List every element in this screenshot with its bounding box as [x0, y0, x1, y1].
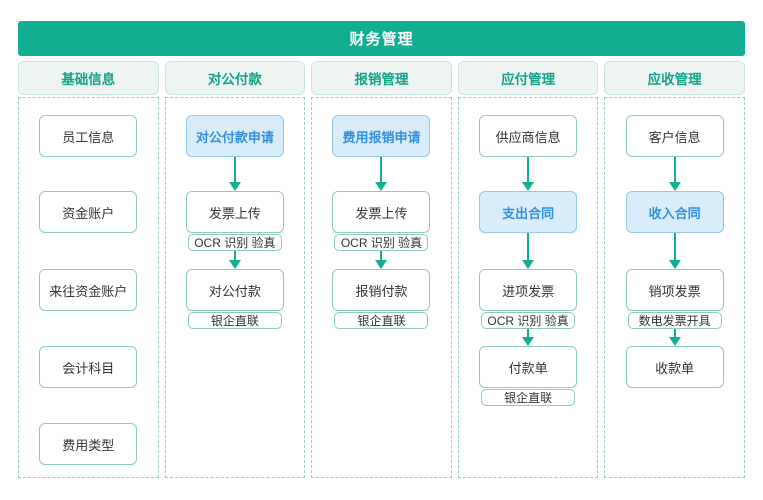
column-basic-info: 基础信息 员工信息 资金账户 来往资金账户 会计科目 费用类型 [18, 61, 159, 478]
node-interbank-fund-account: 来往资金账户 [39, 269, 138, 311]
arrow-down-icon [166, 251, 305, 269]
subnode-digital-invoice-issue: 数电发票开具 [627, 312, 722, 329]
node-income-contract: 收入合同 [625, 191, 724, 233]
column-header-corporate-payment: 对公付款 [164, 61, 306, 95]
node-expense-reimburse-request: 费用报销申请 [332, 115, 431, 157]
node-reimburse-payment: 报销付款 [332, 269, 431, 311]
finance-diagram: 财务管理 基础信息 员工信息 资金账户 来往资金账户 会计科目 费用类型 对公付… [18, 21, 745, 478]
column-body-reimbursement: 费用报销申请 发票上传 OCR 识别 验真 报销付款 银企直联 [311, 97, 452, 478]
subnode-ocr-verify: OCR 识别 验真 [334, 234, 429, 251]
node-receipt-order: 收款单 [625, 346, 724, 388]
column-header-label: 报销管理 [354, 72, 409, 87]
columns-row: 基础信息 员工信息 资金账户 来往资金账户 会计科目 费用类型 对公付款 对公付… [18, 61, 745, 478]
column-body-basic-info: 员工信息 资金账户 来往资金账户 会计科目 费用类型 [18, 97, 159, 478]
subnode-ocr-verify: OCR 识别 验真 [481, 312, 576, 329]
arrow-down-icon [459, 233, 598, 269]
arrow-down-icon [459, 329, 598, 346]
node-input-invoice: 进项发票 [479, 269, 578, 311]
column-corporate-payment: 对公付款 对公付款申请 发票上传 OCR 识别 验真 对公付款 银企直联 [164, 61, 306, 478]
node-invoice-upload: 发票上传 [185, 191, 284, 233]
arrow-down-icon [605, 233, 744, 269]
node-accounting-subject: 会计科目 [39, 346, 138, 388]
node-invoice-upload: 发票上传 [332, 191, 431, 233]
node-employee-info: 员工信息 [39, 115, 138, 157]
arrow-down-icon [312, 157, 451, 191]
column-body-accounts-payable: 供应商信息 支出合同 进项发票 OCR 识别 验真 付款单 银企直联 [457, 97, 599, 478]
node-expense-contract: 支出合同 [479, 191, 578, 233]
column-header-accounts-payable: 应付管理 [457, 61, 599, 95]
node-corporate-payment: 对公付款 [185, 269, 284, 311]
column-reimbursement: 报销管理 费用报销申请 发票上传 OCR 识别 验真 报销付款 银企直联 [311, 61, 452, 478]
node-output-invoice: 销项发票 [625, 269, 724, 311]
node-expense-type: 费用类型 [39, 423, 138, 465]
node-payment-order: 付款单 [479, 346, 578, 388]
arrow-down-icon [312, 251, 451, 269]
arrow-down-icon [605, 329, 744, 346]
column-body-accounts-receivable: 客户信息 收入合同 销项发票 数电发票开具 收款单 [604, 97, 745, 478]
arrow-down-icon [459, 157, 598, 191]
column-header-label: 基础信息 [61, 72, 116, 87]
subnode-ocr-verify: OCR 识别 验真 [187, 234, 282, 251]
column-header-label: 对公付款 [207, 72, 262, 87]
node-corporate-payment-request: 对公付款申请 [185, 115, 284, 157]
column-header-label: 应收管理 [647, 72, 702, 87]
column-body-corporate-payment: 对公付款申请 发票上传 OCR 识别 验真 对公付款 银企直联 [164, 97, 306, 478]
diagram-title-banner: 财务管理 [18, 21, 745, 56]
column-header-reimbursement: 报销管理 [311, 61, 452, 95]
column-header-basic-info: 基础信息 [18, 61, 159, 95]
subnode-bank-direct-link: 银企直联 [187, 312, 282, 329]
column-header-accounts-receivable: 应收管理 [604, 61, 745, 95]
node-supplier-info: 供应商信息 [479, 115, 578, 157]
subnode-bank-direct-link: 银企直联 [481, 389, 576, 406]
column-header-label: 应付管理 [501, 72, 556, 87]
subnode-bank-direct-link: 银企直联 [334, 312, 429, 329]
column-accounts-receivable: 应收管理 客户信息 收入合同 销项发票 数电发票开具 收款单 [604, 61, 745, 478]
arrow-down-icon [166, 157, 305, 191]
node-fund-account: 资金账户 [39, 191, 138, 233]
arrow-down-icon [605, 157, 744, 191]
column-accounts-payable: 应付管理 供应商信息 支出合同 进项发票 OCR 识别 验真 付款单 银企直联 [457, 61, 599, 478]
node-customer-info: 客户信息 [625, 115, 724, 157]
diagram-title: 财务管理 [349, 31, 414, 48]
